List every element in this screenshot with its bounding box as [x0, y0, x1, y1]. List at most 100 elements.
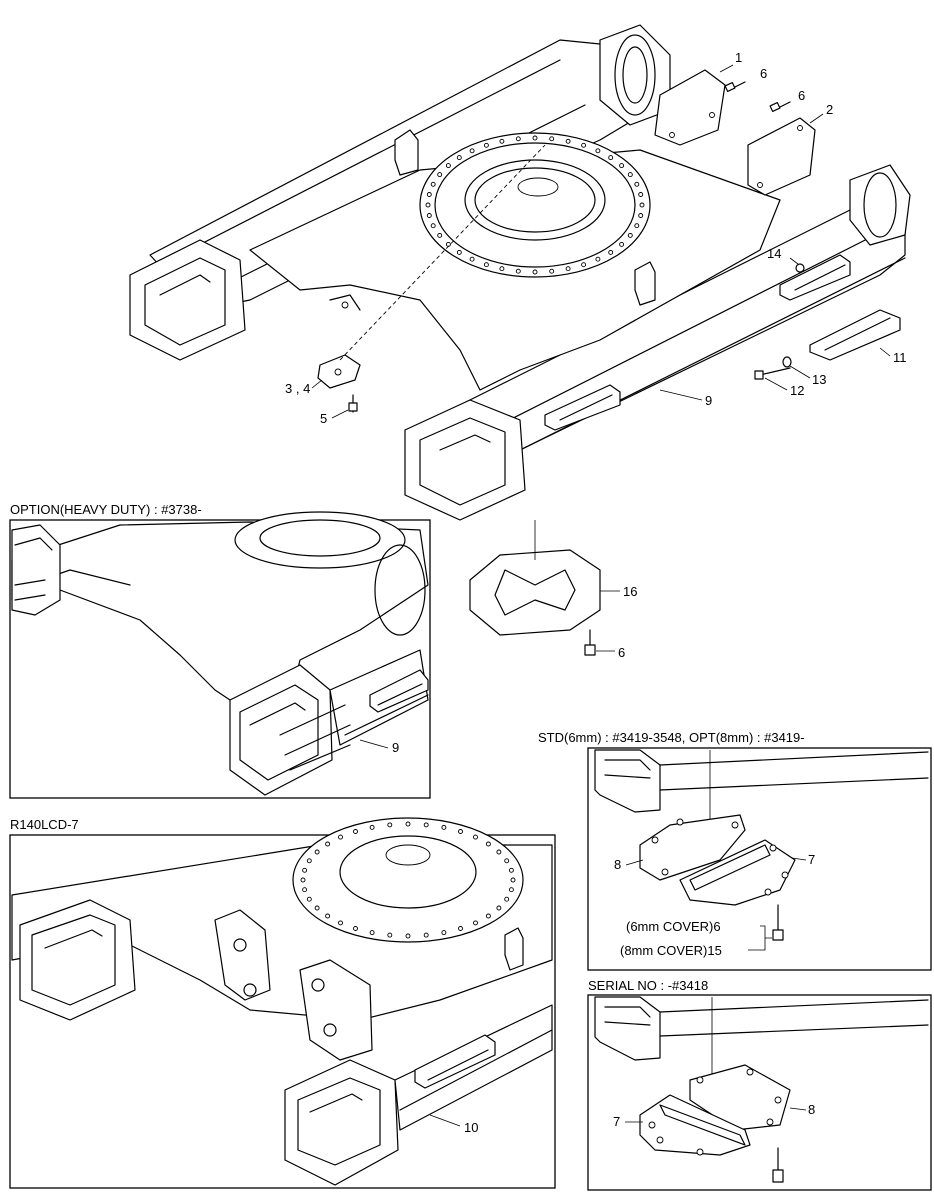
bolt-hole — [405, 933, 411, 939]
bolt-hole — [504, 858, 510, 864]
caption-serial-no: SERIAL NO : -#3418 — [588, 978, 708, 993]
caption-std-opt: STD(6mm) : #3419-3548, OPT(8mm) : #3419- — [538, 730, 805, 745]
bolt-hole — [423, 932, 429, 938]
bolt-hole — [314, 849, 320, 855]
bolt-hole — [627, 232, 633, 238]
std-callout-7: 7 — [808, 852, 815, 867]
bolt-hole — [473, 834, 478, 840]
bolt-hole — [430, 181, 436, 187]
bolt-hole — [302, 887, 308, 893]
callout-3-4: 3 , 4 — [285, 381, 310, 396]
callout-16: 16 — [623, 584, 637, 599]
std-opt-panel: 8 7 (6mm COVER)6 (8mm COVER)15 — [587, 747, 932, 971]
bolt-hole — [456, 155, 462, 161]
option-callout-9: 9 — [392, 740, 399, 755]
bolt-hole — [638, 213, 644, 218]
bolt-hole — [306, 858, 312, 864]
bolt-hole — [469, 148, 475, 154]
bolt-hole — [499, 266, 505, 272]
bolt-hole — [532, 135, 538, 141]
bolt-hole — [314, 905, 320, 911]
bolt-hole — [581, 142, 587, 148]
bolt-hole — [634, 181, 640, 187]
bolt-hole — [430, 223, 436, 229]
bolt-hole — [499, 138, 505, 144]
bolt-hole — [369, 930, 375, 936]
callout-1: 1 — [735, 50, 742, 65]
bolt-hole — [595, 256, 601, 262]
bolt-hole — [532, 269, 538, 275]
r140-callout-10: 10 — [464, 1120, 478, 1135]
bolt-hole — [387, 822, 393, 828]
bolt-hole — [496, 905, 502, 911]
std-callout-6mm-cover: (6mm COVER)6 — [626, 919, 721, 934]
bolt-hole — [441, 930, 447, 936]
main-track-frame — [129, 24, 911, 656]
bolt-hole — [496, 849, 502, 855]
main-callouts: 1 6 6 2 14 11 13 12 9 3 , 4 5 16 6 — [285, 50, 907, 660]
callout-13: 13 — [812, 372, 826, 387]
bolt-hole — [485, 913, 491, 919]
bolt-hole — [306, 896, 312, 902]
bolt-hole — [473, 920, 478, 926]
bolt-hole — [325, 841, 331, 847]
bolt-hole — [508, 867, 514, 873]
bolt-hole — [387, 932, 393, 938]
bolt-hole — [504, 896, 510, 902]
bolt-hole — [353, 829, 358, 834]
std-callout-8: 8 — [614, 857, 621, 872]
callout-2: 2 — [826, 102, 833, 117]
bolt-hole — [510, 877, 516, 883]
bolt-hole — [639, 202, 645, 208]
callout-12: 12 — [790, 383, 804, 398]
bolt-hole — [549, 136, 555, 142]
callout-5: 5 — [320, 411, 327, 426]
bolt-hole — [634, 223, 640, 229]
bolt-hole — [638, 192, 644, 197]
bolt-hole — [423, 822, 429, 828]
bolt-hole — [619, 241, 625, 247]
bolt-hole — [483, 142, 489, 148]
bolt-hole — [300, 877, 306, 883]
caption-r140lcd-7: R140LCD-7 — [10, 817, 79, 832]
bolt-hole — [565, 138, 571, 144]
bolt-hole — [445, 163, 451, 169]
caption-option-heavy-duty: OPTION(HEAVY DUTY) : #3738- — [10, 502, 202, 517]
bolt-hole — [369, 824, 375, 830]
bolt-hole — [426, 192, 432, 197]
bolt-hole — [338, 920, 343, 926]
bolt-hole — [549, 268, 555, 274]
callout-6b: 6 — [798, 88, 805, 103]
serial-callout-7: 7 — [613, 1114, 620, 1129]
bolt-hole — [608, 155, 614, 161]
bolt-hole — [325, 913, 331, 919]
bolt-hole — [515, 268, 521, 274]
callout-6c: 6 — [618, 645, 625, 660]
bolt-hole — [595, 148, 601, 154]
option-heavy-duty-panel: 9 — [9, 511, 431, 799]
bolt-hole — [353, 926, 358, 931]
std-callout-8mm-cover: (8mm COVER)15 — [620, 943, 722, 958]
bolt-hole — [425, 202, 431, 208]
bolt-hole — [441, 824, 447, 830]
bolt-hole — [302, 867, 308, 873]
bolt-hole — [458, 926, 463, 931]
serial-no-panel: 7 8 — [587, 994, 932, 1191]
callout-11: 11 — [893, 350, 907, 365]
bolt-hole — [437, 172, 443, 178]
bolt-hole — [483, 262, 489, 268]
bolt-hole — [508, 887, 514, 893]
bolt-hole — [581, 262, 587, 268]
callout-6a: 6 — [760, 66, 767, 81]
bolt-hole — [608, 249, 614, 255]
bolt-hole — [515, 136, 521, 142]
serial-callout-8: 8 — [808, 1102, 815, 1117]
bolt-hole — [405, 821, 411, 827]
r140lcd-7-panel: 10 — [9, 817, 556, 1189]
bolt-hole — [437, 232, 443, 238]
bolt-hole — [456, 249, 462, 255]
callout-14: 14 — [767, 246, 781, 261]
bolt-hole — [469, 256, 475, 262]
bolt-hole — [627, 172, 633, 178]
